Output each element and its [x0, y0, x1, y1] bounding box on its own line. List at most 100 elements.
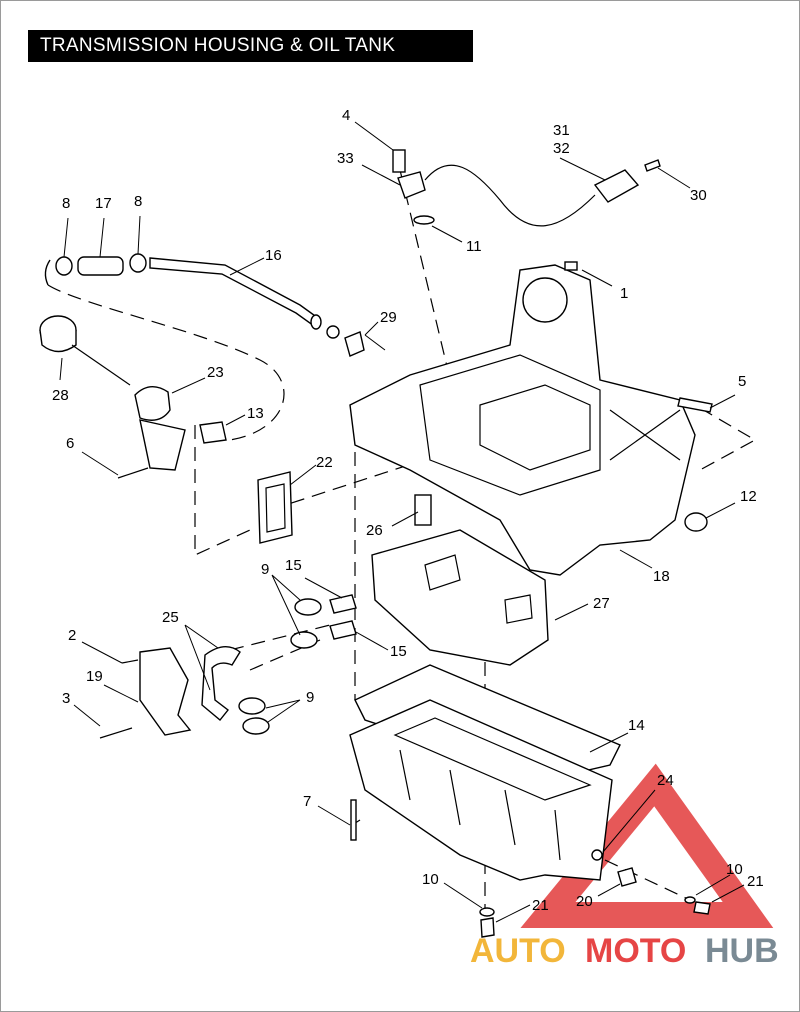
- dowel-1: [564, 261, 578, 271]
- housing-opening: [479, 384, 591, 471]
- drain-plug-21-right: [693, 901, 711, 915]
- leader-29: [364, 321, 386, 351]
- callout-18: 18: [653, 568, 670, 585]
- leader-26: [391, 511, 419, 527]
- callout-33: 33: [337, 150, 354, 167]
- callout-26: 26: [366, 522, 383, 539]
- leader-23: [171, 377, 206, 394]
- callout-28: 28: [52, 387, 69, 404]
- callout-8a: 8: [62, 195, 70, 212]
- callout-23: 23: [207, 364, 224, 381]
- fitting-15-upper: [329, 594, 357, 614]
- leader-15b: [355, 631, 389, 651]
- sensor-wire: [424, 164, 596, 227]
- bracket-19: [139, 647, 192, 736]
- callout-labels: 1 2 3 4 5 6 7 8 8 9 9 10 10 11 12 13 14 …: [52, 107, 764, 914]
- leader-4: [354, 121, 394, 151]
- leader-20: [597, 883, 621, 897]
- dash-filter-left: [194, 425, 251, 556]
- leader-28: [59, 357, 63, 381]
- leader-2: [81, 641, 123, 664]
- leader-18: [619, 549, 653, 569]
- callout-1: 1: [620, 285, 628, 302]
- pan-rim: [393, 717, 592, 801]
- bolt-7-shaft: [350, 799, 357, 841]
- callout-32: 32: [553, 140, 570, 157]
- leader-5: [709, 394, 736, 409]
- pan-ribs: [399, 749, 561, 861]
- baffle-window: [424, 554, 461, 591]
- fitting-29: [344, 331, 365, 357]
- sensor-33: [397, 171, 426, 199]
- housing-top-face: [419, 354, 601, 496]
- callout-9a: 9: [261, 561, 269, 578]
- vent-hose-assembly: [44, 253, 365, 357]
- callout-14: 14: [628, 717, 645, 734]
- callout-17: 17: [95, 195, 112, 212]
- oil-pan: [349, 664, 711, 938]
- dash-hose-route: [47, 284, 285, 441]
- leader-14: [589, 732, 629, 753]
- connector-31-32: [593, 169, 640, 203]
- leader-3: [73, 704, 101, 727]
- dipstick-cap-body: [39, 329, 77, 353]
- leader-17: [99, 217, 105, 258]
- filler-neck-23: [134, 386, 171, 421]
- assembly-lines: [47, 169, 757, 915]
- screw-4: [392, 149, 406, 173]
- callout-8b: 8: [134, 193, 142, 210]
- screw-3: [99, 727, 133, 739]
- leader-lines: [59, 121, 745, 923]
- callout-13: 13: [247, 405, 264, 422]
- clamp-8-right: [129, 253, 147, 273]
- drain-plug-21-bottom: [480, 917, 495, 938]
- leader-27: [554, 603, 589, 621]
- leader-19: [103, 684, 139, 703]
- leader-7: [317, 805, 351, 826]
- leader-22: [289, 464, 317, 486]
- callout-6: 6: [66, 435, 74, 452]
- gasket-filter: [257, 471, 432, 544]
- callout-3: 3: [62, 690, 70, 707]
- callout-30: 30: [690, 187, 707, 204]
- leader-25: [184, 624, 219, 691]
- oring-10-right: [684, 896, 696, 904]
- callout-22: 22: [316, 454, 333, 471]
- callout-25: 25: [162, 609, 179, 626]
- clamp-9a: [294, 598, 322, 616]
- leader-32: [559, 157, 606, 181]
- hose-25: [201, 646, 241, 721]
- filler-bracket: [139, 419, 186, 471]
- dash-drain-right: [604, 859, 691, 901]
- leader-9a: [271, 574, 301, 636]
- callout-20: 20: [576, 893, 593, 910]
- clamp-9d: [242, 717, 270, 735]
- callout-29: 29: [380, 309, 397, 326]
- watermark-text-auto: AUTO: [470, 932, 566, 970]
- watermark-text-hub: HUB: [705, 932, 779, 970]
- clamp-8-left: [55, 256, 73, 276]
- callout-7: 7: [303, 793, 311, 810]
- dash-fitting-15a: [229, 624, 331, 651]
- callout-21b: 21: [747, 873, 764, 890]
- leader-15a: [304, 577, 343, 599]
- leader-33: [361, 164, 401, 186]
- dash-bolt-5: [699, 407, 757, 471]
- gasket-22: [257, 471, 293, 544]
- callout-15a: 15: [285, 557, 302, 574]
- callout-4: 4: [342, 107, 350, 124]
- fitting-20: [617, 867, 637, 887]
- callout-11: 11: [466, 238, 482, 255]
- baffle-27: [371, 529, 549, 666]
- fitting-15-lower: [329, 620, 357, 640]
- callout-10a: 10: [422, 871, 439, 888]
- washer-29: [326, 325, 340, 339]
- page-title: TRANSMISSION HOUSING & OIL TANK: [28, 30, 473, 62]
- gasket-22-inner: [265, 483, 286, 533]
- watermark-text-moto: MOTO: [585, 932, 686, 970]
- fitting-13: [199, 421, 227, 444]
- leader-8b: [137, 215, 141, 255]
- sensor-assembly: [392, 149, 661, 227]
